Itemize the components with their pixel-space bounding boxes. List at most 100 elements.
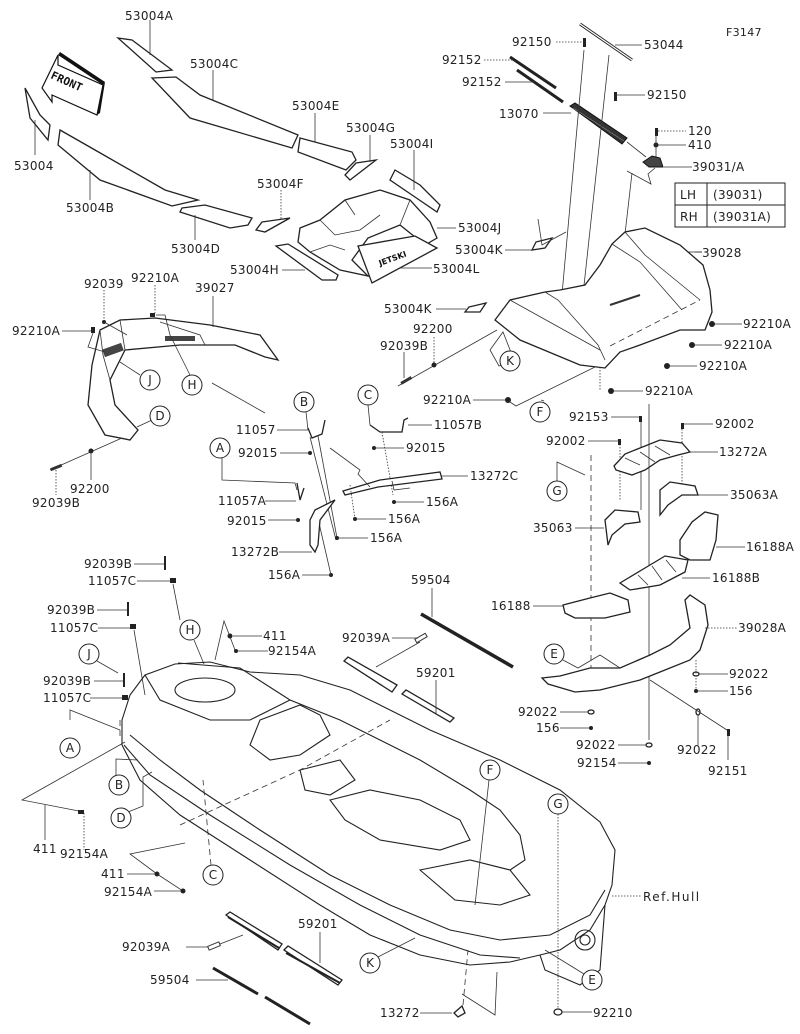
callout-B-mid[interactable]: B (293, 391, 315, 413)
callout-E-upper[interactable]: E (543, 643, 565, 665)
callout-D-lower[interactable]: D (110, 807, 132, 829)
part-label-120[interactable]: 120 (688, 124, 712, 138)
part-label-410[interactable]: 410 (688, 138, 712, 152)
part-label-53004D[interactable]: 53004D (171, 242, 220, 256)
part-label-59201-bot[interactable]: 59201 (298, 917, 338, 931)
part-label-53004A[interactable]: 53004A (125, 9, 174, 23)
part-label-92210A-mid[interactable]: 92210A (423, 393, 472, 407)
part-label-156A-1[interactable]: 156A (426, 495, 459, 509)
part-label-53004C[interactable]: 53004C (190, 57, 238, 71)
part-label-92154A-2[interactable]: 92154A (60, 847, 109, 861)
part-label-156-1[interactable]: 156 (729, 684, 753, 698)
part-label-16188A[interactable]: 16188A (746, 540, 795, 554)
part-label-92210A-left[interactable]: 92210A (12, 324, 61, 338)
part-label-156A-3[interactable]: 156A (370, 531, 403, 545)
callout-H-lower[interactable]: H (179, 619, 201, 641)
part-label-92210[interactable]: 92210 (593, 1006, 633, 1020)
part-label-92039B-h1[interactable]: 92039B (84, 557, 132, 571)
part-label-53004L[interactable]: 53004L (433, 262, 480, 276)
part-label-92039B-left[interactable]: 92039B (32, 496, 80, 510)
callout-F-lower[interactable]: F (479, 759, 501, 781)
part-label-92152-1[interactable]: 92152 (442, 53, 482, 67)
callout-G-upper[interactable]: G (546, 480, 568, 502)
part-label-11057B[interactable]: 11057B (434, 418, 482, 432)
part-label-39028[interactable]: 39028 (702, 246, 742, 260)
part-label-92039A-top[interactable]: 92039A (342, 631, 391, 645)
part-label-35063A[interactable]: 35063A (730, 488, 779, 502)
part-label-59504-top[interactable]: 59504 (411, 573, 451, 587)
part-label-92153[interactable]: 92153 (569, 410, 609, 424)
callout-K-upper[interactable]: K (499, 350, 521, 372)
callout-H-upper[interactable]: H (181, 374, 203, 396)
part-label-53004H[interactable]: 53004H (230, 263, 279, 277)
part-label-53044[interactable]: 53044 (644, 38, 684, 52)
part-label-92015-3[interactable]: 92015 (406, 441, 446, 455)
part-label-92200-left[interactable]: 92200 (70, 482, 110, 496)
part-label-39027[interactable]: 39027 (195, 281, 235, 295)
part-label-53004I[interactable]: 53004I (390, 137, 434, 151)
part-label-156-2[interactable]: 156 (536, 721, 560, 735)
part-label-411-3[interactable]: 411 (101, 867, 125, 881)
part-label-411-2[interactable]: 411 (33, 842, 57, 856)
part-label-92002-2[interactable]: 92002 (715, 417, 755, 431)
part-label-13272C[interactable]: 13272C (470, 469, 518, 483)
part-label-92150-2[interactable]: 92150 (647, 88, 687, 102)
part-label-92210A-r4[interactable]: 92210A (645, 384, 694, 398)
part-label-11057A[interactable]: 11057A (218, 494, 267, 508)
part-label-11057C-1[interactable]: 11057C (88, 574, 136, 588)
part-label-53004B[interactable]: 53004B (66, 201, 114, 215)
part-label-53004K-1[interactable]: 53004K (455, 243, 504, 257)
part-label-53004J[interactable]: 53004J (458, 221, 502, 235)
callout-J-upper[interactable]: J (139, 369, 161, 391)
part-label-92022-2[interactable]: 92022 (518, 705, 558, 719)
part-label-92210A-r3[interactable]: 92210A (699, 359, 748, 373)
part-label-92154[interactable]: 92154 (577, 756, 617, 770)
part-label-53004G[interactable]: 53004G (346, 121, 395, 135)
callout-A-mid[interactable]: A (209, 437, 231, 459)
part-label-92210A-r1[interactable]: 92210A (743, 317, 792, 331)
part-label-156A-2[interactable]: 156A (388, 512, 421, 526)
callout-E-lower[interactable]: E (581, 969, 603, 991)
part-label-92154A-1[interactable]: 92154A (268, 644, 317, 658)
callout-C-mid[interactable]: C (357, 384, 379, 406)
part-label-92200-mid[interactable]: 92200 (413, 322, 453, 336)
callout-K-lower[interactable]: K (359, 952, 381, 974)
part-label-35063[interactable]: 35063 (533, 521, 573, 535)
callout-G-lower[interactable]: G (547, 793, 569, 815)
part-label-92154A-3[interactable]: 92154A (104, 885, 153, 899)
part-label-11057C-2[interactable]: 11057C (50, 621, 98, 635)
part-label-59504-bot[interactable]: 59504 (150, 973, 190, 987)
part-label-13272A[interactable]: 13272A (719, 445, 768, 459)
callout-B-lower[interactable]: B (108, 774, 130, 796)
part-label-53004[interactable]: 53004 (14, 159, 54, 173)
part-label-92022-4[interactable]: 92022 (677, 743, 717, 757)
part-label-92210A-top[interactable]: 92210A (131, 271, 180, 285)
part-label-39028A[interactable]: 39028A (738, 621, 787, 635)
part-label-92022-1[interactable]: 92022 (729, 667, 769, 681)
part-label-53004E[interactable]: 53004E (292, 99, 340, 113)
part-label-92039B-h2[interactable]: 92039B (47, 603, 95, 617)
part-label-92151[interactable]: 92151 (708, 764, 748, 778)
part-label-53004K-2[interactable]: 53004K (384, 302, 433, 316)
part-label-156A-4[interactable]: 156A (268, 568, 301, 582)
part-label-92150-1[interactable]: 92150 (512, 35, 552, 49)
part-label-92152-2[interactable]: 92152 (462, 75, 502, 89)
callout-A-lower[interactable]: A (59, 737, 81, 759)
ref-hull-label[interactable]: Ref.Hull (643, 890, 701, 904)
callout-J-lower[interactable]: J (78, 643, 100, 665)
part-label-16188[interactable]: 16188 (491, 599, 531, 613)
part-label-92015-2[interactable]: 92015 (227, 514, 267, 528)
part-label-13272B[interactable]: 13272B (231, 545, 279, 559)
callout-F-upper[interactable]: F (529, 401, 551, 423)
part-label-92039[interactable]: 92039 (84, 277, 124, 291)
part-label-92210A-r2[interactable]: 92210A (724, 338, 773, 352)
callout-C-lower[interactable]: C (202, 864, 224, 886)
part-label-13070[interactable]: 13070 (499, 107, 539, 121)
part-label-11057C-3[interactable]: 11057C (43, 691, 91, 705)
part-label-92039B-mid[interactable]: 92039B (380, 339, 428, 353)
part-label-92002-1[interactable]: 92002 (546, 434, 586, 448)
part-label-92039B-h3[interactable]: 92039B (43, 674, 91, 688)
part-label-92039A-bot[interactable]: 92039A (122, 940, 171, 954)
part-label-92022-3[interactable]: 92022 (576, 738, 616, 752)
part-label-411-1[interactable]: 411 (263, 629, 287, 643)
